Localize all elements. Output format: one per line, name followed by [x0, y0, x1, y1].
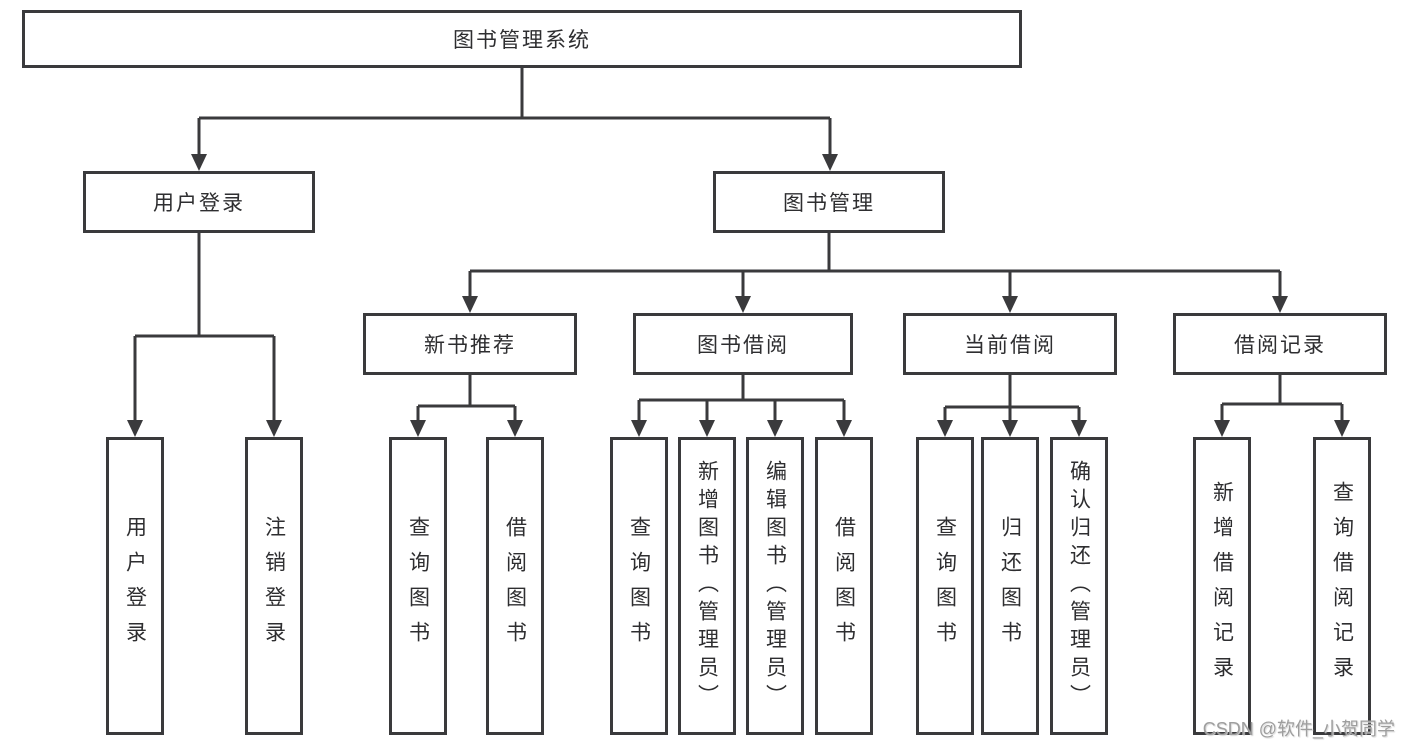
node-book-borrowing-label: 图书借阅	[697, 334, 789, 357]
leaf-confirm-return-admin: 确认归还（管理员）	[1050, 437, 1108, 735]
leaf-borrow-books-borrow-label: 借阅图书	[832, 516, 856, 656]
leaf-query-books-recommend: 查询图书	[389, 437, 447, 735]
leaf-query-books-current: 查询图书	[916, 437, 974, 735]
node-library-system: 图书管理系统	[22, 10, 1022, 68]
node-borrowing-records: 借阅记录	[1173, 313, 1387, 375]
node-user-login: 用户登录	[83, 171, 315, 233]
leaf-borrow-books-recommend: 借阅图书	[486, 437, 544, 735]
node-current-borrowing-label: 当前借阅	[964, 334, 1056, 357]
leaf-add-borrow-record-label: 新增借阅记录	[1210, 481, 1234, 691]
leaf-confirm-return-admin-label: 确认归还（管理员）	[1067, 460, 1091, 712]
node-book-borrowing: 图书借阅	[633, 313, 853, 375]
leaf-logout: 注销登录	[245, 437, 303, 735]
leaf-edit-book-admin-label: 编辑图书（管理员）	[763, 460, 787, 712]
arrowhead-icons	[127, 154, 1350, 437]
node-library-system-label: 图书管理系统	[453, 29, 591, 52]
leaf-add-book-admin: 新增图书（管理员）	[678, 437, 736, 735]
node-current-borrowing: 当前借阅	[903, 313, 1117, 375]
watermark: CSDN @软件_小贺同学	[1202, 719, 1395, 739]
leaf-query-borrow-record: 查询借阅记录	[1313, 437, 1371, 735]
leaf-edit-book-admin: 编辑图书（管理员）	[746, 437, 804, 735]
leaf-query-books-borrow: 查询图书	[610, 437, 668, 735]
leaf-user-login-label: 用户登录	[123, 516, 147, 656]
leaf-query-books-recommend-label: 查询图书	[406, 516, 430, 656]
leaf-logout-label: 注销登录	[262, 516, 286, 656]
leaf-add-book-admin-label: 新增图书（管理员）	[695, 460, 719, 712]
node-user-login-label: 用户登录	[153, 192, 245, 215]
node-new-book-recommend-label: 新书推荐	[424, 334, 516, 357]
leaf-borrow-books-recommend-label: 借阅图书	[503, 516, 527, 656]
leaf-user-login: 用户登录	[106, 437, 164, 735]
node-book-management-label: 图书管理	[783, 192, 875, 215]
leaf-query-books-borrow-label: 查询图书	[627, 516, 651, 656]
leaf-query-books-current-label: 查询图书	[933, 516, 957, 656]
node-borrowing-records-label: 借阅记录	[1234, 334, 1326, 357]
node-new-book-recommend: 新书推荐	[363, 313, 577, 375]
leaf-borrow-books-borrow: 借阅图书	[815, 437, 873, 735]
leaf-add-borrow-record: 新增借阅记录	[1193, 437, 1251, 735]
node-book-management: 图书管理	[713, 171, 945, 233]
connector-segments	[133, 68, 1344, 424]
leaf-return-book: 归还图书	[981, 437, 1039, 735]
leaf-return-book-label: 归还图书	[998, 516, 1022, 656]
leaf-query-borrow-record-label: 查询借阅记录	[1330, 481, 1354, 691]
